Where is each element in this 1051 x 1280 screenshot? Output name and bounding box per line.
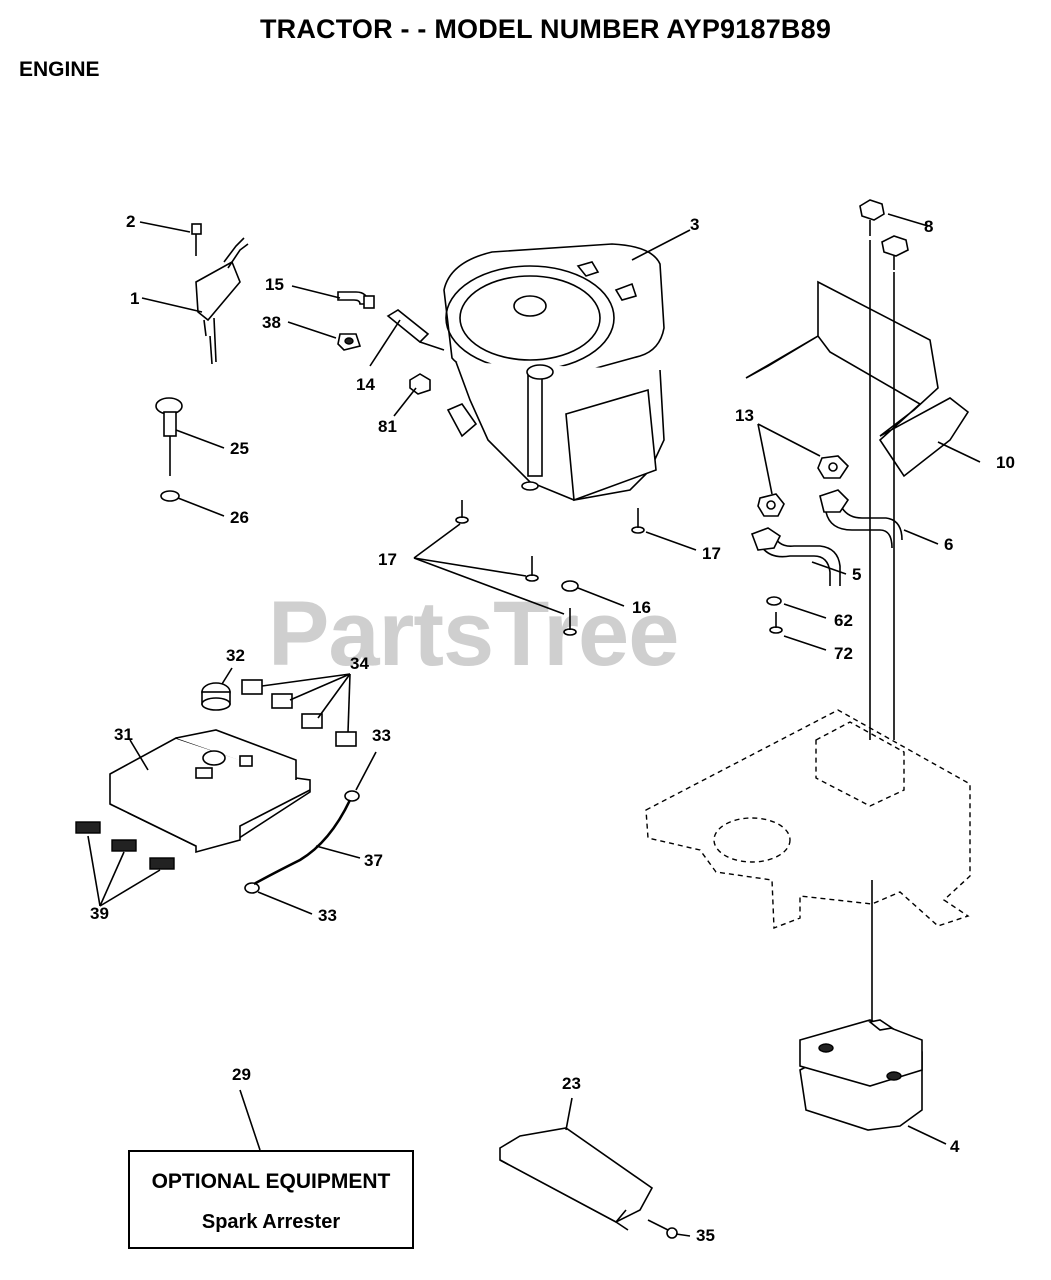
optional-equipment-box: OPTIONAL EQUIPMENT Spark Arrester bbox=[128, 1150, 414, 1249]
part-33-clamps bbox=[244, 790, 360, 894]
part-16-washer bbox=[561, 580, 579, 592]
callout-38: 38 bbox=[262, 313, 281, 332]
callout-3: 3 bbox=[690, 215, 700, 234]
part-15-elbow bbox=[337, 291, 375, 309]
part-26-washer bbox=[160, 490, 180, 502]
part-37-hose bbox=[253, 799, 352, 886]
part-34-pads bbox=[241, 679, 357, 747]
callout-33-bottom: 33 bbox=[318, 906, 337, 925]
part-32-cap bbox=[201, 682, 231, 711]
part-6-exhaust-pipe bbox=[819, 489, 903, 549]
page-title: TRACTOR - - MODEL NUMBER AYP9187B89 bbox=[259, 14, 832, 44]
leader-lines bbox=[87, 213, 981, 1237]
callout-32: 32 bbox=[226, 646, 245, 665]
callout-26: 26 bbox=[230, 508, 249, 527]
part-31-shroud bbox=[109, 729, 311, 854]
callout-35: 35 bbox=[696, 1226, 715, 1245]
part-35-screw bbox=[647, 1219, 678, 1239]
tractor-frame bbox=[645, 709, 971, 930]
callout-23: 23 bbox=[562, 1074, 581, 1093]
part-10-heat-shield bbox=[745, 280, 970, 478]
callout-6: 6 bbox=[944, 535, 954, 554]
part-38-nut bbox=[337, 333, 362, 351]
callout-4: 4 bbox=[950, 1137, 960, 1156]
callout-2: 2 bbox=[126, 212, 136, 231]
part-39-pads bbox=[75, 821, 175, 870]
optional-equipment-item: Spark Arrester bbox=[201, 1211, 341, 1233]
part-3-engine bbox=[443, 243, 665, 502]
callout-25: 25 bbox=[230, 439, 249, 458]
callout-29: 29 bbox=[232, 1065, 251, 1084]
callout-10: 10 bbox=[996, 453, 1015, 472]
part-13-gaskets bbox=[757, 455, 850, 517]
part-2-screw bbox=[191, 223, 202, 256]
callout-81: 81 bbox=[378, 417, 397, 436]
callout-15: 15 bbox=[265, 275, 284, 294]
callout-16: 16 bbox=[632, 598, 651, 617]
callout-5: 5 bbox=[852, 565, 862, 584]
callout-13: 13 bbox=[735, 406, 754, 425]
part-23-bracket bbox=[499, 1127, 654, 1231]
callout-72: 72 bbox=[834, 644, 853, 663]
callout-8: 8 bbox=[924, 217, 934, 236]
part-4-muffler bbox=[799, 1019, 923, 1131]
optional-equipment-title: OPTIONAL EQUIPMENT bbox=[151, 1170, 391, 1193]
callout-37: 37 bbox=[364, 851, 383, 870]
part-17-bolts bbox=[455, 500, 645, 636]
callout-17-left: 17 bbox=[378, 550, 397, 569]
part-25-dipstick bbox=[155, 397, 183, 476]
callout-62: 62 bbox=[834, 611, 853, 630]
part-5-exhaust-pipe bbox=[750, 527, 841, 586]
callout-31: 31 bbox=[114, 725, 133, 744]
section-label: ENGINE bbox=[19, 58, 100, 81]
part-8-knobs bbox=[859, 199, 909, 270]
callout-17-right: 17 bbox=[702, 544, 721, 563]
callout-39: 39 bbox=[90, 904, 109, 923]
callout-1: 1 bbox=[130, 289, 140, 308]
part-62-washer bbox=[766, 596, 782, 606]
part-14-fitting bbox=[386, 309, 445, 351]
part-72-bolt bbox=[769, 612, 783, 634]
callout-33-top: 33 bbox=[372, 726, 391, 745]
part-1-throttle-control bbox=[195, 237, 249, 365]
callout-34: 34 bbox=[350, 654, 369, 673]
callout-14: 14 bbox=[356, 375, 375, 394]
